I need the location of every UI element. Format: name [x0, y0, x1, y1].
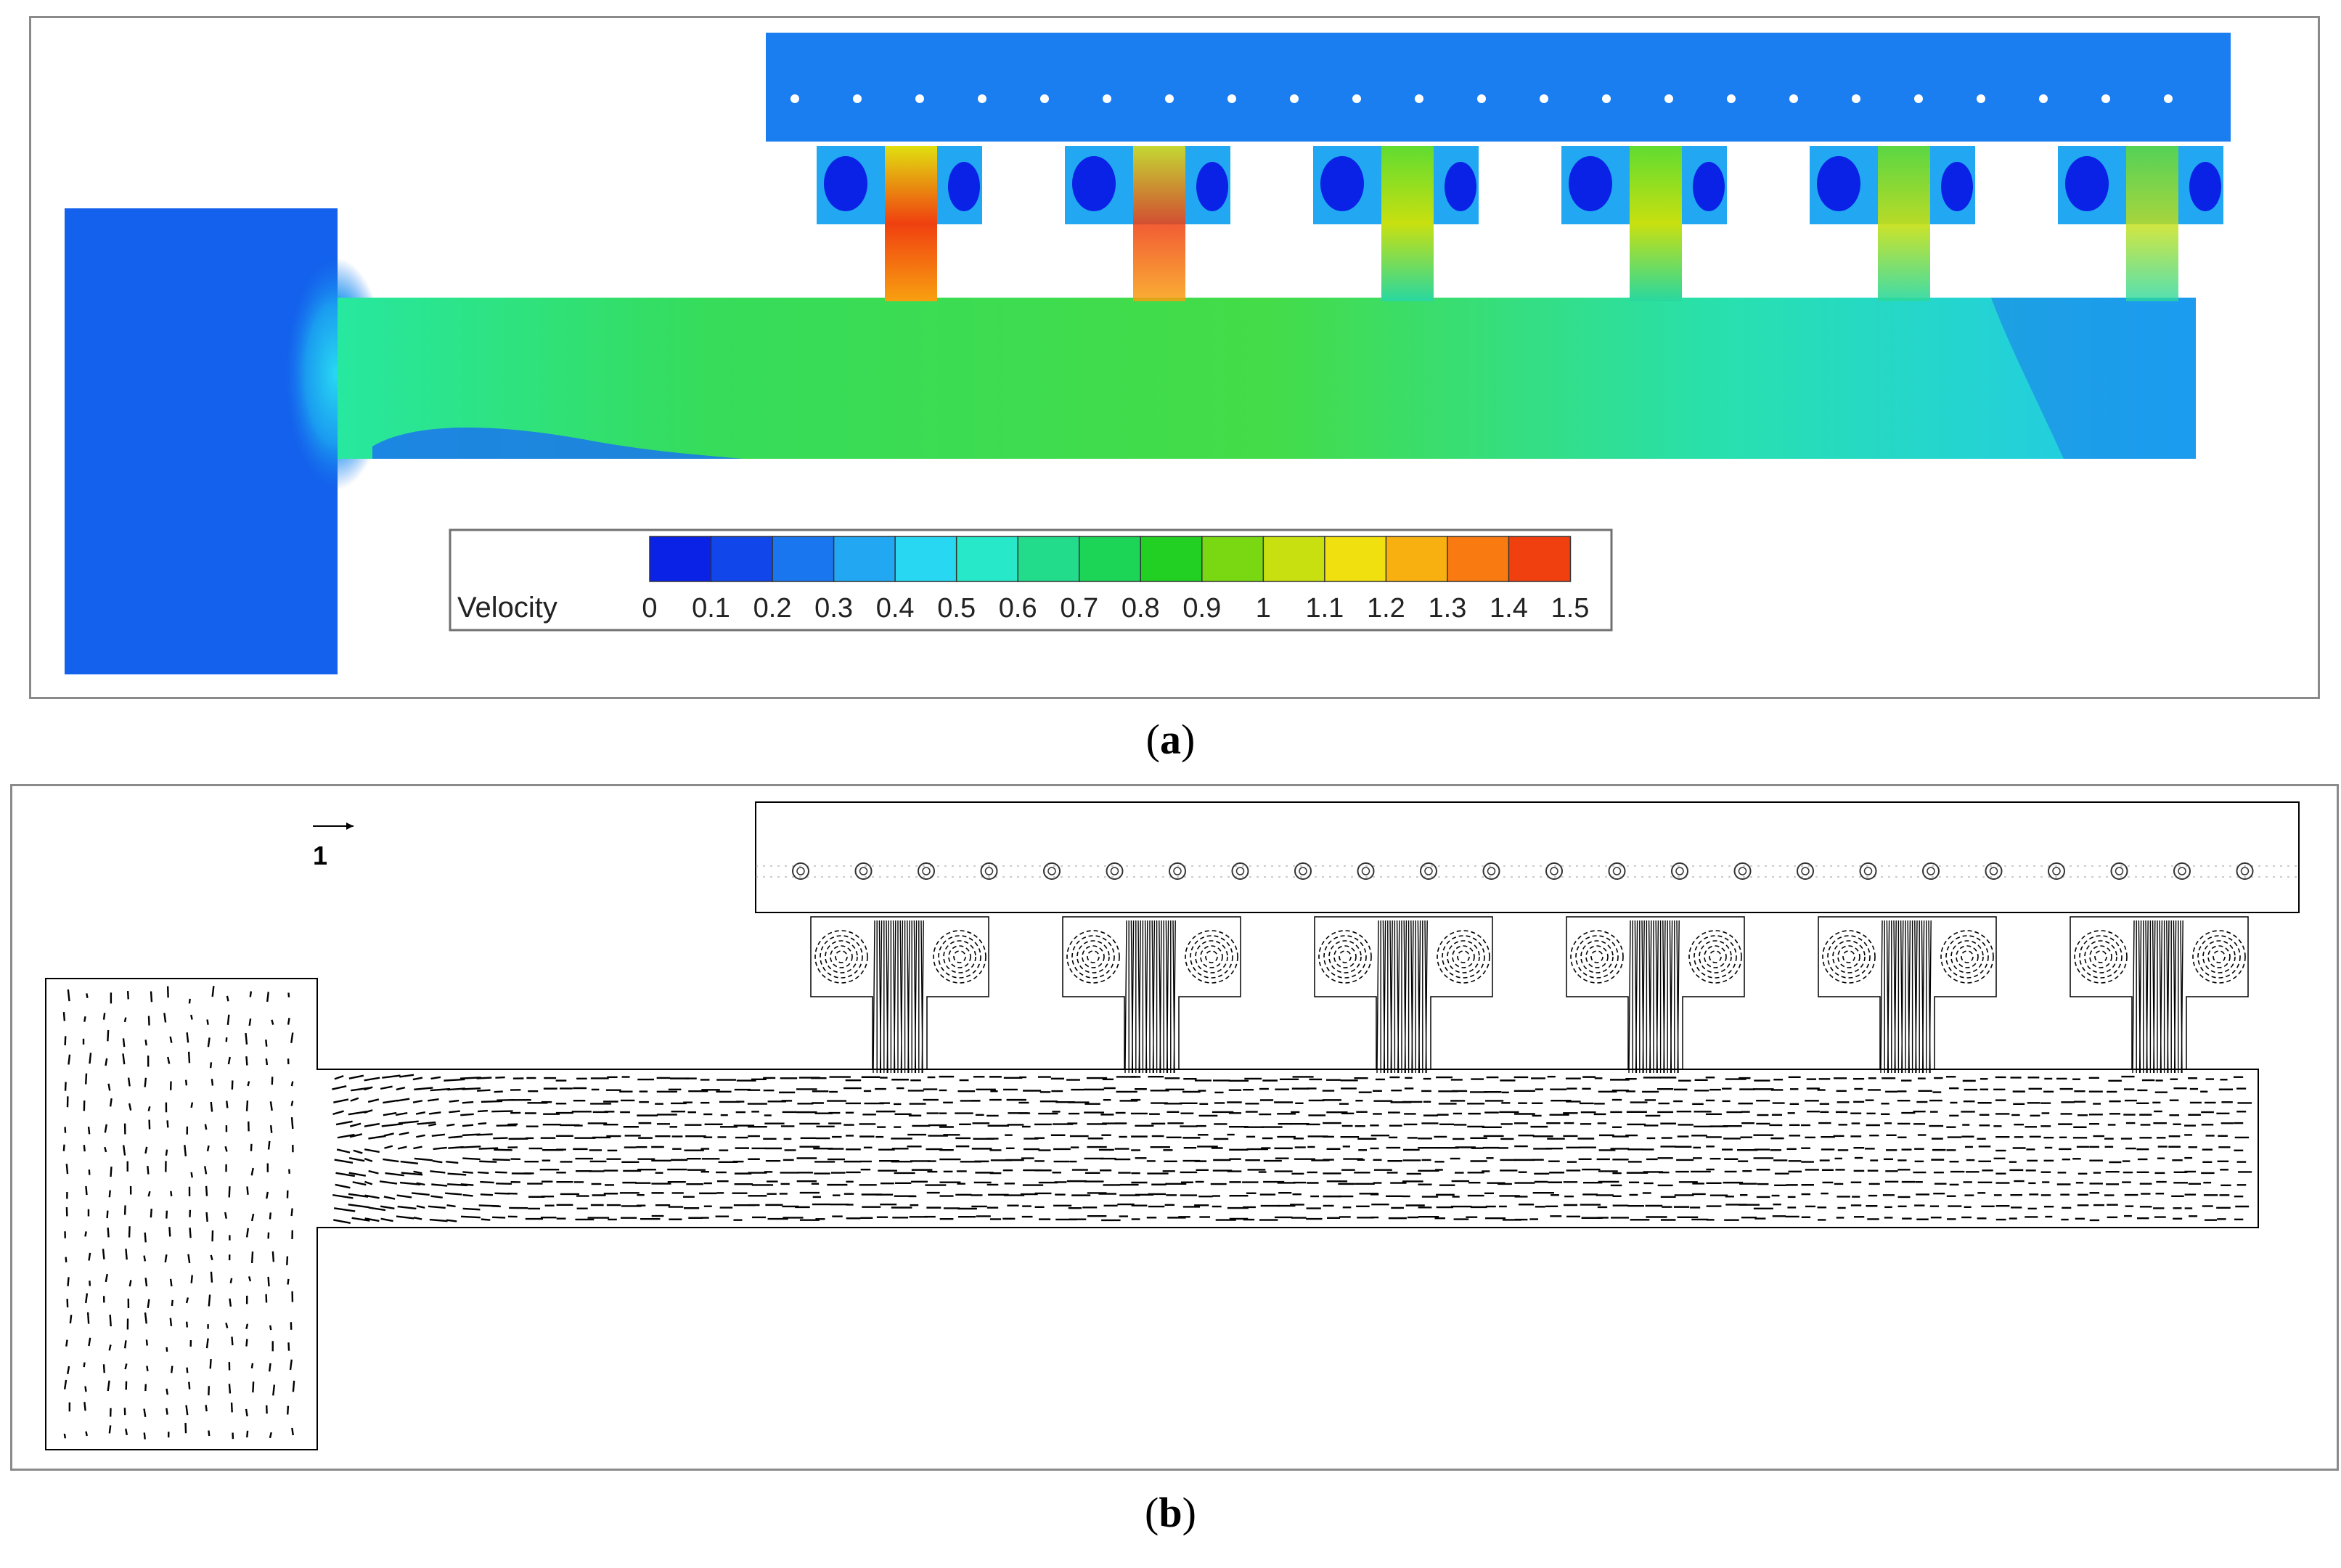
- branch-unit-1: [817, 146, 982, 301]
- nozzle-ring: [1985, 862, 2003, 880]
- nozzle-ring: [1671, 862, 1688, 880]
- nozzle-ring: [1420, 862, 1437, 880]
- header-pipe-outline: [755, 801, 2300, 913]
- legend-swatch: [894, 536, 957, 582]
- header-nozzle-rings: [792, 862, 2254, 880]
- nozzle-ring: [1922, 862, 1940, 880]
- legend-tick-label: 0.2: [753, 593, 792, 624]
- legend-color-scale: [649, 536, 1572, 582]
- legend-tick-label: 1.4: [1490, 593, 1528, 624]
- branch-units: [810, 916, 2249, 1074]
- legend-title: Velocity: [457, 592, 557, 624]
- nozzle-ring: [1733, 862, 1752, 880]
- velocity-vector-panel: 1: [10, 784, 2339, 1471]
- top-header-pipe: [766, 33, 2231, 142]
- nozzle-ring: [2048, 862, 2065, 880]
- legend-tick-label: 0.9: [1182, 593, 1221, 624]
- legend-swatch: [1078, 536, 1142, 582]
- velocity-legend: Velocity 0 0.1 0.2 0.3 0.4 0.5 0.6 0.7 0.8 0.9 1 1.…: [449, 528, 1613, 632]
- branch-unit-4: [1561, 146, 1727, 301]
- nozzle-ring: [854, 862, 873, 880]
- branch-unit-outline: [1314, 916, 1493, 1074]
- branch-unit-3: [1313, 146, 1479, 301]
- legend-swatch: [1508, 536, 1572, 582]
- channel-outline: [45, 978, 2259, 1450]
- branch-unit-outline: [810, 916, 989, 1074]
- legend-tick-label: 1.2: [1367, 593, 1405, 624]
- nozzle-ring: [1106, 862, 1124, 880]
- caption-b: (b): [1145, 1489, 1196, 1536]
- legend-tick-label: 0: [642, 593, 657, 624]
- branch-unit-5: [1810, 146, 1975, 301]
- nozzle-ring: [1608, 862, 1626, 880]
- velocity-contour-panel: Velocity 0 0.1 0.2 0.3 0.4 0.5 0.6 0.7 0.8 0.9 1 1.…: [29, 16, 2320, 699]
- legend-swatch: [649, 536, 712, 582]
- legend-tick-label: 0.1: [692, 593, 730, 624]
- nozzle-ring: [1482, 862, 1500, 880]
- branch-unit-outline: [1062, 916, 1241, 1074]
- branch-unit-6: [2058, 146, 2223, 301]
- legend-swatch: [833, 536, 896, 582]
- nozzle-ring: [1357, 862, 1375, 880]
- legend-tick-label: 0.3: [814, 593, 853, 624]
- legend-tick-label: 1.5: [1551, 593, 1590, 624]
- reference-vector: 1: [313, 822, 354, 870]
- legend-swatch: [955, 536, 1019, 582]
- legend-tick-label: 1: [1256, 593, 1271, 624]
- legend-tick-label: 0.6: [999, 593, 1037, 624]
- legend-tick-label: 0.5: [937, 593, 976, 624]
- nozzle-ring: [918, 862, 935, 880]
- legend-swatch: [1324, 536, 1387, 582]
- velocity-vector-field: [62, 986, 2252, 1440]
- header-holes: [790, 94, 2173, 103]
- inlet-chamber: [65, 208, 338, 674]
- nozzle-ring: [1797, 862, 1814, 880]
- nozzle-ring: [1859, 862, 1877, 880]
- nozzle-ring: [2236, 862, 2254, 880]
- branch-unit-outline: [1818, 916, 1997, 1074]
- legend-swatch: [1262, 536, 1326, 582]
- nozzle-ring: [792, 862, 809, 880]
- legend-tick-label: 0.4: [876, 593, 915, 624]
- nozzle-ring: [2173, 862, 2191, 880]
- legend-swatch: [1385, 536, 1449, 582]
- nozzle-ring: [1545, 862, 1563, 880]
- velocity-contour-figure: Velocity 0 0.1 0.2 0.3 0.4 0.5 0.6 0.7 0.8 0.9 1 1.…: [65, 33, 2231, 674]
- branch-unit-outline: [2070, 916, 2249, 1074]
- main-channel: [338, 298, 2196, 459]
- nozzle-ring: [980, 862, 998, 880]
- nozzle-ring: [1294, 862, 1312, 880]
- nozzle-ring: [1169, 862, 1186, 880]
- legend-swatch: [710, 536, 774, 582]
- legend-tick-label: 1.1: [1305, 593, 1344, 624]
- nozzle-ring: [1231, 862, 1249, 880]
- caption-a: (a): [1145, 716, 1196, 763]
- legend-tick-label: 1.3: [1429, 593, 1467, 624]
- legend-swatch: [1140, 536, 1204, 582]
- velocity-vector-figure: 1: [45, 801, 2300, 1450]
- legend-swatch: [772, 536, 835, 582]
- legend-tick-label: 0.8: [1122, 593, 1160, 624]
- legend-swatch: [1201, 536, 1265, 582]
- reference-vector-label: 1: [313, 841, 327, 870]
- nozzle-ring: [2110, 862, 2128, 880]
- branch-unit-outline: [1566, 916, 1745, 1074]
- legend-tick-label: 0.7: [1060, 593, 1098, 624]
- legend-swatch: [1017, 536, 1080, 582]
- branch-unit-2: [1065, 146, 1230, 301]
- legend-tick-labels: 0 0.1 0.2 0.3 0.4 0.5 0.6 0.7 0.8 0.9 1 1.1 1.2 1.3 1.…: [642, 593, 1589, 624]
- nozzle-ring: [1043, 862, 1061, 880]
- legend-swatch: [1447, 536, 1510, 582]
